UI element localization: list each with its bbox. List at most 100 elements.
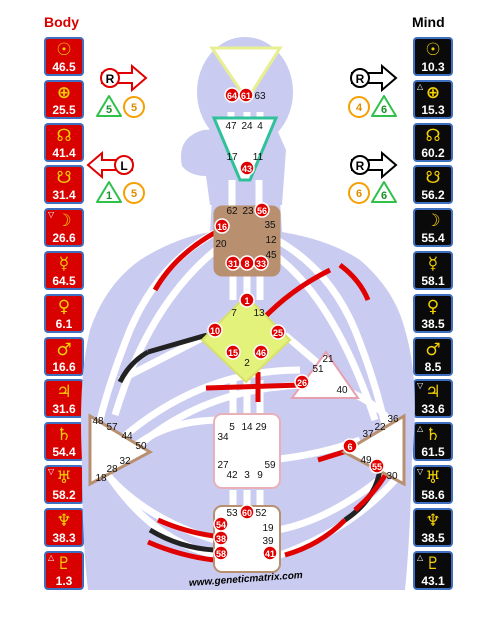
earth-icon: ⊕ — [425, 82, 441, 103]
moon-icon: ☽ — [56, 211, 72, 232]
gate-59: 59 — [264, 460, 276, 471]
mind-sun-tile[interactable]: ☉10.3 — [413, 37, 453, 76]
right-bottom-tone: 6 — [381, 190, 387, 202]
gate-43: 43 — [242, 164, 252, 174]
left-bottom-color-circle-icon — [123, 182, 145, 204]
gate-46: 46 — [256, 348, 266, 358]
gate-2: 2 — [244, 358, 250, 369]
gate-33: 33 — [256, 259, 266, 269]
retrograde-marker-icon: △ — [48, 552, 55, 562]
left-bottom-tone-triangle-icon — [96, 181, 122, 203]
variable-letter-left-bottom: L — [120, 159, 127, 173]
body-neptune-tile[interactable]: ♆38.3 — [44, 507, 84, 547]
gate-40: 40 — [336, 385, 348, 396]
gate-line-value: 38.5 — [421, 530, 445, 545]
gate-45: 45 — [265, 250, 277, 261]
sun-icon: ☉ — [56, 40, 72, 60]
head-center — [209, 46, 283, 103]
mind-earth-tile[interactable]: △⊕15.3 — [413, 79, 453, 119]
jupiter-icon: ♃ — [56, 382, 72, 403]
activated-gate-marker — [270, 324, 286, 340]
gate-9: 9 — [257, 470, 263, 481]
gate-13: 13 — [253, 308, 265, 319]
mind-neptune-tile[interactable]: ♆38.5 — [413, 507, 453, 547]
jupiter-icon: ♃ — [425, 382, 441, 403]
gate-60: 60 — [242, 508, 252, 518]
activated-gate-marker — [225, 344, 241, 360]
gate-line-value: 38.5 — [421, 316, 445, 331]
body-pluto-tile[interactable]: △♇1.3 — [44, 550, 84, 590]
body-mercury-tile[interactable]: ☿64.5 — [44, 251, 84, 290]
neptune-icon: ♆ — [425, 510, 441, 531]
g-center — [200, 294, 292, 384]
mind-pluto-tile[interactable]: △♇43.1 — [413, 550, 453, 590]
activated-gate-marker — [238, 87, 254, 103]
mind-saturn-tile[interactable]: △♄61.5 — [413, 422, 453, 462]
sun-icon: ☉ — [425, 40, 441, 60]
gate-47: 47 — [225, 121, 237, 132]
gate-1: 1 — [244, 296, 249, 306]
gate-10: 10 — [210, 326, 220, 336]
gate-14: 14 — [241, 422, 253, 433]
earth-icon: ⊕ — [56, 82, 72, 103]
gate-31: 31 — [228, 259, 238, 269]
mercury-icon: ☿ — [58, 254, 70, 274]
activated-gate-marker — [254, 202, 270, 218]
body-saturn-tile[interactable]: ♄54.4 — [44, 422, 84, 462]
left-top-color-circle-icon — [123, 96, 145, 118]
body-earth-tile[interactable]: ⊕25.5 — [44, 79, 84, 119]
mind-moon-tile[interactable]: ☽55.4 — [413, 208, 453, 248]
gate-7: 7 — [231, 308, 237, 319]
gate-line-value: 55.4 — [421, 231, 445, 246]
gate-line-value: 60.2 — [421, 145, 445, 160]
gate-3: 3 — [244, 470, 250, 481]
channel-tracks — [96, 112, 399, 559]
gate-22: 22 — [374, 422, 386, 433]
activated-gate-marker — [262, 545, 278, 561]
gate-54: 54 — [216, 520, 226, 530]
gate-56: 56 — [257, 206, 267, 216]
mars-icon: ♂ — [425, 339, 441, 360]
body-uranus-tile[interactable]: ▽♅58.2 — [44, 465, 84, 504]
variable-arrows: R L R R 5 5 1 5 4 6 6 6 — [86, 63, 398, 204]
gate-58: 58 — [216, 549, 226, 559]
activated-gate-marker — [213, 530, 229, 546]
uranus-icon: ♅ — [425, 468, 441, 488]
body-mars-tile[interactable]: ♂16.6 — [44, 336, 84, 376]
right-bottom-color: 6 — [356, 188, 362, 200]
retrograde-marker-icon: △ — [417, 424, 424, 434]
retrograde-marker-icon: △ — [417, 81, 424, 91]
body-venus-tile[interactable]: ♀6.1 — [44, 293, 84, 333]
gate-42: 42 — [226, 470, 238, 481]
body-sun-tile[interactable]: ☉46.5 — [44, 37, 84, 76]
mind-mars-tile[interactable]: ♂8.5 — [413, 336, 453, 376]
gate-line-value: 8.5 — [424, 359, 442, 374]
gate-5: 5 — [229, 422, 235, 433]
gate-37: 37 — [362, 429, 374, 440]
body-south-node-tile[interactable]: ☋31.4 — [44, 165, 84, 205]
body-north-node-tile[interactable]: ☊41.4 — [44, 122, 84, 162]
gate-49: 49 — [360, 455, 372, 466]
right-top-tone-triangle-icon — [371, 95, 397, 117]
saturn-icon: ♄ — [425, 425, 441, 446]
left-top-tone-triangle-icon — [96, 95, 122, 117]
gate-32: 32 — [119, 456, 131, 467]
left-bottom-arrow-icon — [86, 150, 134, 180]
mind-uranus-tile[interactable]: ▽♅58.6 — [413, 465, 453, 504]
mind-venus-tile[interactable]: ♀38.5 — [413, 293, 453, 333]
activated-gate-marker — [294, 374, 310, 390]
mind-mercury-tile[interactable]: ☿58.1 — [413, 251, 453, 290]
mind-south-node-tile[interactable]: ☋56.2 — [413, 165, 453, 205]
body-moon-tile[interactable]: ▽☽26.6 — [44, 208, 84, 248]
activated-gate-marker — [253, 255, 269, 271]
gate-63: 63 — [254, 91, 266, 102]
gate-28: 28 — [106, 464, 118, 475]
gate-8: 8 — [244, 259, 249, 269]
activated-gate-marker — [225, 255, 241, 271]
mind-jupiter-tile[interactable]: ▽♃33.6 — [413, 379, 453, 419]
activated-gate-marker — [214, 218, 230, 234]
mercury-icon: ☿ — [427, 254, 439, 274]
gate-51: 51 — [312, 364, 324, 375]
mind-north-node-tile[interactable]: ☊60.2 — [413, 122, 453, 162]
body-jupiter-tile[interactable]: ♃31.6 — [44, 379, 84, 419]
